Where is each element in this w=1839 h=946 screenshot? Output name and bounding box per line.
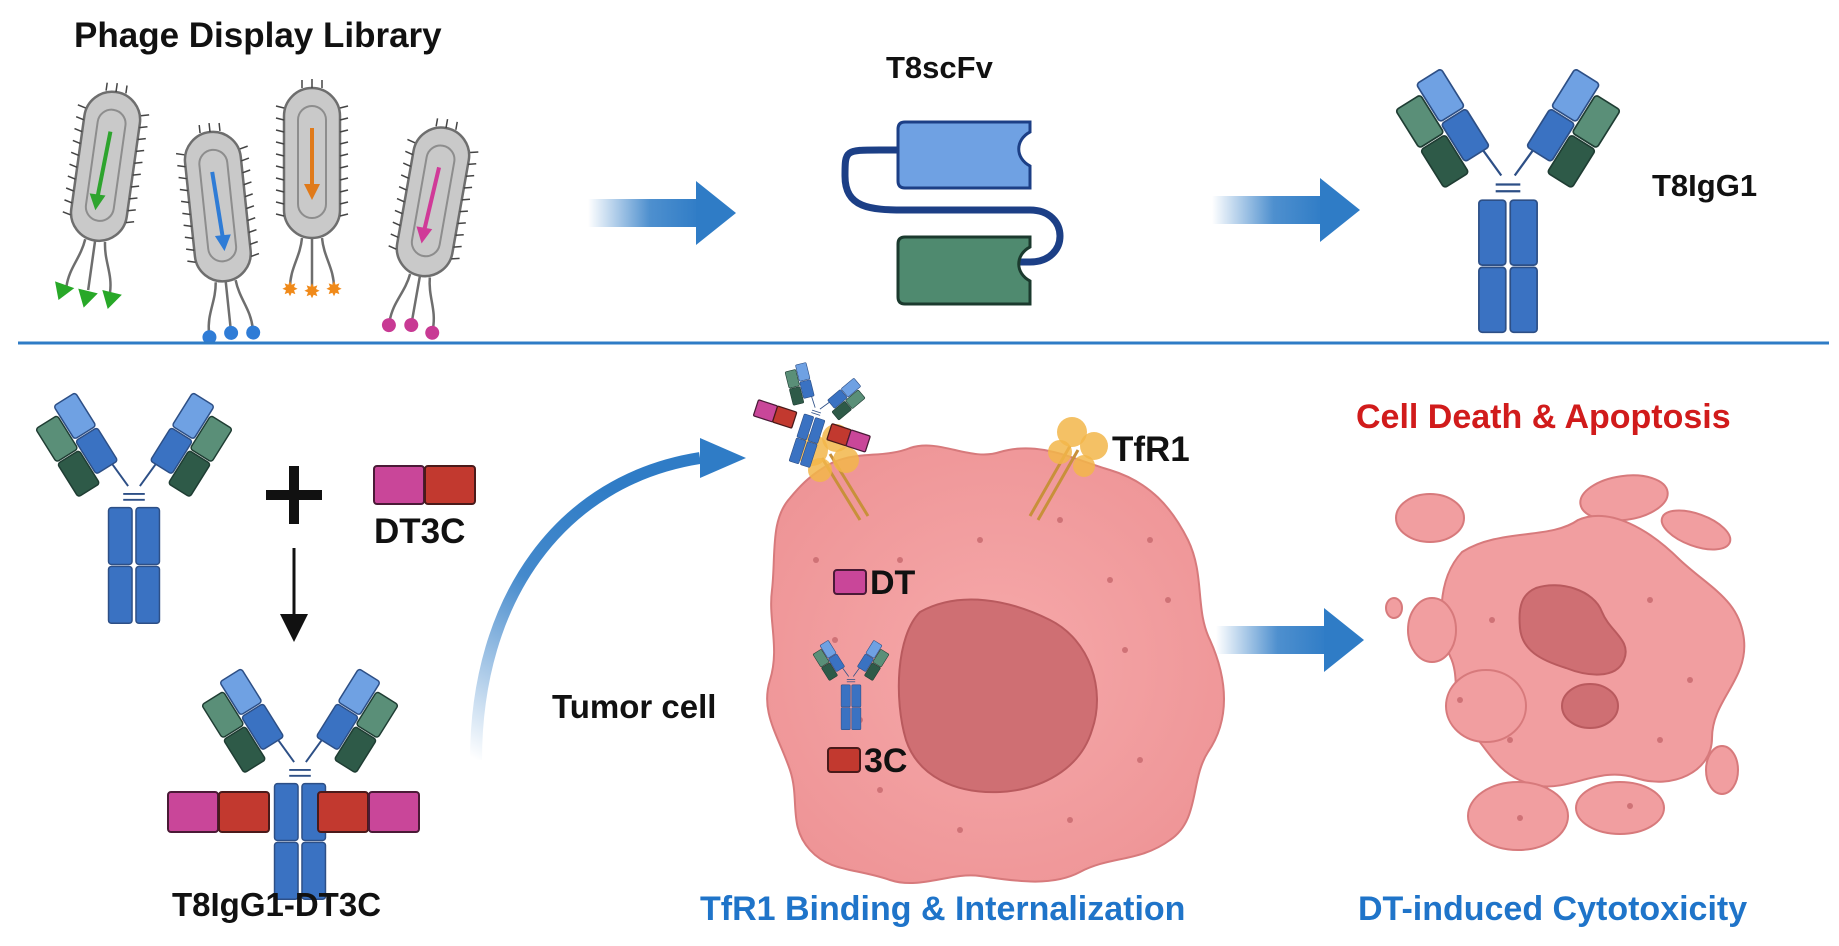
tumor-cell-label: Tumor cell	[552, 688, 717, 725]
library-title: Phage Display Library	[74, 16, 442, 55]
tumor-cell-icon	[766, 444, 1225, 885]
conjugate-label: T8IgG1-DT3C	[172, 886, 382, 923]
svg-text:✸: ✸	[282, 279, 299, 301]
3c-icon	[827, 747, 861, 773]
3c-label: 3C	[864, 742, 908, 780]
svg-text:✸: ✸	[326, 279, 343, 301]
antibody-icon	[1388, 67, 1628, 334]
cell-death-label: Cell Death & Apoptosis	[1356, 398, 1731, 436]
scfv-label: T8scFv	[886, 50, 993, 85]
tfr1-label: TfR1	[1112, 430, 1190, 469]
tfr1-receptor-icon	[1028, 417, 1108, 521]
igg-label: T8IgG1	[1652, 168, 1758, 203]
arrow-icon	[1212, 178, 1360, 242]
plus-icon	[266, 466, 322, 524]
arrow-icon	[588, 181, 736, 245]
conjugate-icon	[167, 667, 420, 901]
dt-label: DT	[870, 564, 916, 602]
down-arrow-icon	[280, 548, 308, 642]
phage-icon	[374, 111, 485, 340]
scfv-icon	[841, 120, 1064, 306]
apoptotic-debris-icon	[1457, 597, 1693, 821]
phage-icon: ✸ ✸ ✸	[274, 77, 350, 303]
arrow-icon	[1216, 608, 1364, 672]
apoptotic-nucleus-icon	[1518, 584, 1627, 729]
binding-caption: TfR1 Binding & Internalization	[700, 890, 1186, 928]
phage-icon	[51, 76, 155, 309]
antibody-icon	[29, 391, 239, 625]
svg-text:✸: ✸	[304, 281, 321, 303]
cytotoxicity-caption: DT-induced Cytotoxicity	[1358, 890, 1748, 928]
curved-arrow-icon	[470, 438, 746, 761]
phage-icon	[172, 118, 268, 345]
bound-conjugate-icon	[753, 356, 873, 479]
dt3c-label: DT3C	[374, 512, 466, 551]
dt-icon	[833, 569, 867, 595]
dt3c-icon	[373, 465, 476, 505]
